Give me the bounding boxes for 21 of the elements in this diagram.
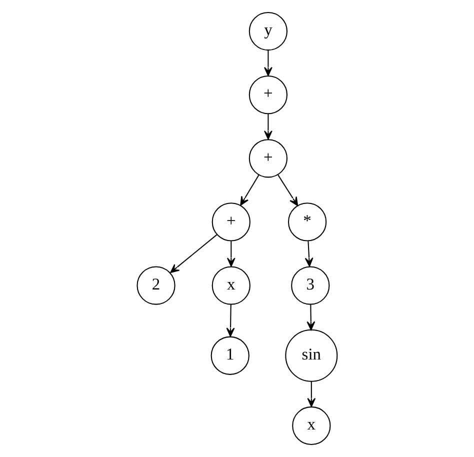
arrow [304, 241, 314, 267]
arrow [240, 174, 260, 206]
node-circle: + [248, 76, 288, 114]
node-circle: 2 [136, 266, 176, 305]
node-circle: sin [285, 329, 338, 382]
node-circle: * [288, 202, 327, 242]
node-circle: y [248, 12, 288, 51]
arrow [226, 241, 236, 267]
arrow [264, 114, 272, 140]
node-circle: 3 [291, 266, 330, 305]
node-circle: x [292, 406, 331, 446]
arrow [307, 381, 316, 408]
arrow [170, 234, 218, 274]
node-circle: x [212, 266, 250, 305]
arrow [306, 304, 316, 330]
arrow [264, 50, 272, 76]
node-circle: + [248, 139, 288, 178]
arrow [278, 174, 298, 206]
arrow [226, 304, 235, 337]
node-circle: 1 [210, 336, 250, 375]
node-circle: + [212, 202, 250, 242]
